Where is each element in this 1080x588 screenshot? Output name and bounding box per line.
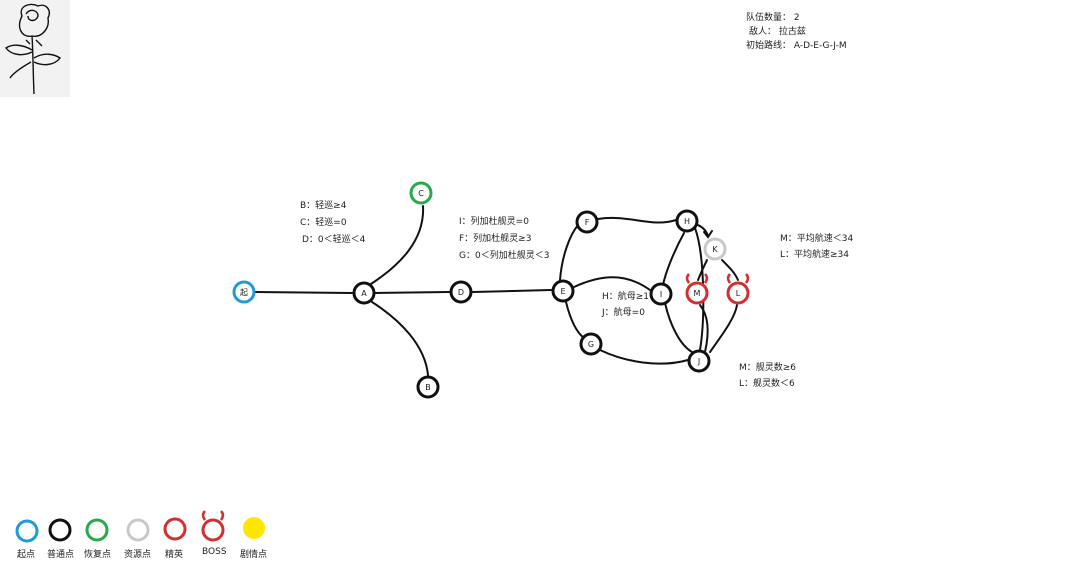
node-c-label: C [418, 189, 424, 198]
node-d-label: D [458, 288, 464, 297]
condition-b: B：轻巡≥4 [300, 201, 347, 211]
edge-j-m [699, 304, 709, 353]
condition-j: J：航母=0 [602, 308, 645, 318]
node-start-label: 起 [240, 288, 248, 297]
legend-boss-horns-icon [201, 510, 225, 521]
node-b[interactable]: B [416, 375, 440, 399]
edge-e-i [573, 276, 651, 291]
node-m-label: M [694, 289, 701, 298]
battle-info: 队伍数量： 2 敌人： 拉古兹 初始路线： A-D-E-G-J-M [746, 11, 847, 53]
arrow-head-icon [703, 230, 713, 239]
edge-k-l [721, 259, 739, 281]
node-f-label: F [585, 218, 590, 227]
condition-g: G：0＜列加杜舰灵＜3 [459, 251, 550, 261]
node-h-label: H [684, 217, 690, 226]
edge-k-m [697, 259, 708, 281]
node-i-label: I [660, 290, 662, 299]
condition-c: C：轻巡=0 [300, 218, 347, 228]
legend-normal-label: 普通点 [47, 550, 75, 560]
rose-logo [0, 0, 70, 97]
node-k[interactable]: K [703, 237, 727, 261]
node-d[interactable]: D [449, 280, 473, 304]
route-label: 初始路线： [746, 41, 792, 51]
node-m-boss[interactable]: M [685, 273, 709, 305]
legend-elite-icon [163, 517, 187, 541]
node-l-boss[interactable]: L [726, 273, 750, 305]
condition-m-speed: M：平均航速＜34 [780, 234, 854, 244]
node-i[interactable]: I [649, 282, 673, 306]
edge-h-i [662, 232, 685, 286]
team-count-value: 2 [793, 13, 800, 23]
route-value: A-D-E-G-J-M [793, 41, 847, 51]
condition-f: F：列加杜舰灵≥3 [459, 234, 532, 244]
edge-f-h [597, 216, 677, 224]
enemy-value: 拉古兹 [778, 27, 806, 37]
condition-l-speed: L：平均航速≥34 [780, 250, 850, 260]
node-h[interactable]: H [675, 209, 699, 233]
edge-a-c [370, 205, 425, 285]
rose-icon [4, 3, 62, 95]
edge-j-l [709, 304, 738, 353]
enemy-row: 敌人： 拉古兹 [746, 25, 847, 39]
edge-e-g [565, 301, 585, 339]
node-j-label: J [697, 357, 700, 366]
node-c[interactable]: C [409, 181, 433, 205]
legend [15, 510, 265, 543]
node-g[interactable]: G [579, 332, 603, 356]
legend-start-label: 起点 [17, 550, 36, 560]
node-l-label: L [736, 289, 741, 298]
node-j[interactable]: J [687, 349, 711, 373]
legend-resource-label: 资源点 [124, 550, 152, 560]
edge-g-j [599, 349, 689, 365]
edge-d-e [472, 289, 552, 293]
node-a-label: A [361, 289, 367, 298]
edge-start-a [254, 291, 353, 294]
condition-l-count: L：舰灵数＜6 [739, 379, 795, 389]
boss-horns-icon [726, 273, 750, 284]
legend-start-icon [15, 519, 39, 543]
node-g-label: G [588, 340, 594, 349]
node-start[interactable]: 起 [232, 280, 256, 304]
condition-d: D：0＜轻巡＜4 [302, 235, 366, 245]
legend-boss-icon [201, 518, 225, 542]
edge-e-f [559, 224, 579, 281]
boss-horns-icon [685, 273, 709, 284]
enemy-label: 敌人： [749, 27, 777, 37]
edge-a-d [374, 291, 450, 294]
edge-i-j [664, 302, 693, 353]
team-count-row: 队伍数量： 2 [746, 11, 847, 25]
legend-story-label: 剧情点 [240, 550, 268, 560]
e-branch-conditions: H：航母≥1 J：航母=0 [602, 289, 649, 321]
node-e-label: E [560, 287, 565, 296]
legend-recovery-icon [85, 518, 109, 542]
legend-elite-label: 精英 [165, 550, 184, 560]
route-row: 初始路线： A-D-E-G-J-M [746, 39, 847, 53]
node-f[interactable]: F [575, 210, 599, 234]
legend-boss-label: BOSS [202, 547, 227, 557]
node-b-label: B [425, 383, 431, 392]
legend-resource-icon [126, 518, 150, 542]
condition-m-count: M：舰灵数≥6 [739, 363, 797, 373]
node-k-label: K [712, 245, 718, 254]
node-e[interactable]: E [551, 279, 575, 303]
edge-a-b [371, 301, 429, 376]
team-count-label: 队伍数量： [746, 13, 792, 23]
condition-i: I：列加杜舰灵=0 [459, 217, 529, 227]
a-branch-conditions: B：轻巡≥4 C：轻巡=0 D：0＜轻巡＜4 [300, 198, 365, 249]
condition-h: H：航母≥1 [602, 292, 650, 302]
legend-recovery-label: 恢复点 [84, 550, 112, 560]
k-branch-conditions: M：平均航速＜34 L：平均航速≥34 [780, 231, 853, 263]
d-branch-conditions: I：列加杜舰灵=0 F：列加杜舰灵≥3 G：0＜列加杜舰灵＜3 [459, 214, 549, 265]
legend-normal-icon [48, 518, 72, 542]
j-branch-conditions: M：舰灵数≥6 L：舰灵数＜6 [739, 360, 796, 392]
node-a[interactable]: A [352, 281, 376, 305]
legend-story-icon [243, 517, 265, 539]
